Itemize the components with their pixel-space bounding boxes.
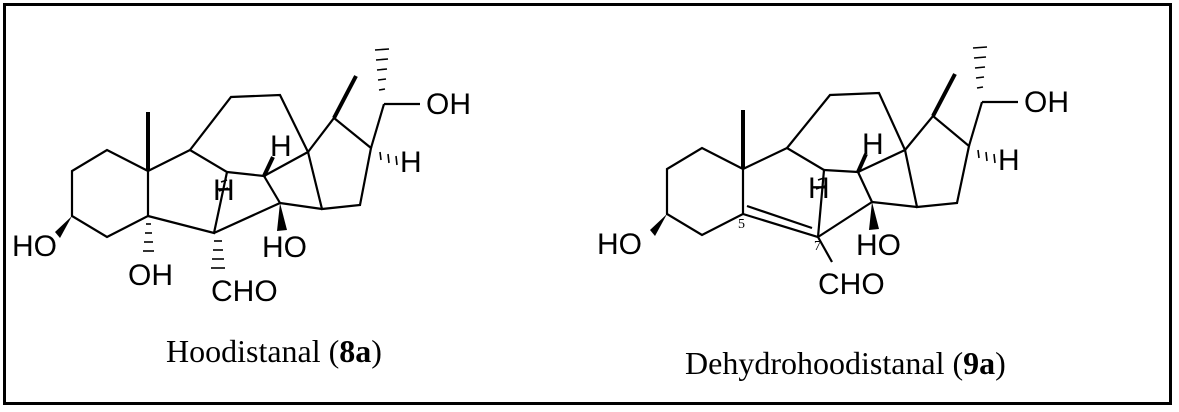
caption-hoodistanal: Hoodistanal (8a) (166, 333, 382, 369)
caption-name-9a: Dehydrohoodistanal (685, 345, 945, 381)
caption-dehydrohoodistanal: Dehydrohoodistanal (9a) (685, 345, 1006, 381)
label-oh-c5-8a: OH (128, 259, 173, 292)
figure-frame (3, 3, 1172, 405)
caption-name-8a: Hoodistanal (166, 333, 321, 369)
label-cho-8a: CHO (211, 275, 278, 308)
label-ho-c3-8a: HO (12, 230, 57, 263)
label-oh-side-8a: OH (426, 88, 471, 121)
label-ho-c14-8a: HO (262, 231, 307, 264)
structure-hoodistanal (55, 48, 420, 269)
locant-5-9a: 5 (738, 217, 745, 232)
label-cho-9a: CHO (818, 268, 885, 301)
label-h-c8-8a: H (270, 130, 292, 163)
label-h-c17-8a: H (400, 146, 422, 179)
label-h-c9-9a: H (808, 172, 830, 205)
caption-id-9a: 9a (963, 345, 996, 381)
label-ho-c3-9a: HO (597, 228, 642, 261)
structure-dehydrohoodistanal (650, 46, 1018, 263)
locant-7-9a: 7 (814, 239, 821, 254)
label-ho-c14-9a: HO (856, 229, 901, 262)
caption-id-8a: 8a (339, 333, 372, 369)
label-h-c9-8a: H (213, 174, 235, 207)
label-h-c17-9a: H (998, 144, 1020, 177)
label-oh-side-9a: OH (1024, 86, 1069, 119)
label-h-c8-9a: H (862, 128, 884, 161)
